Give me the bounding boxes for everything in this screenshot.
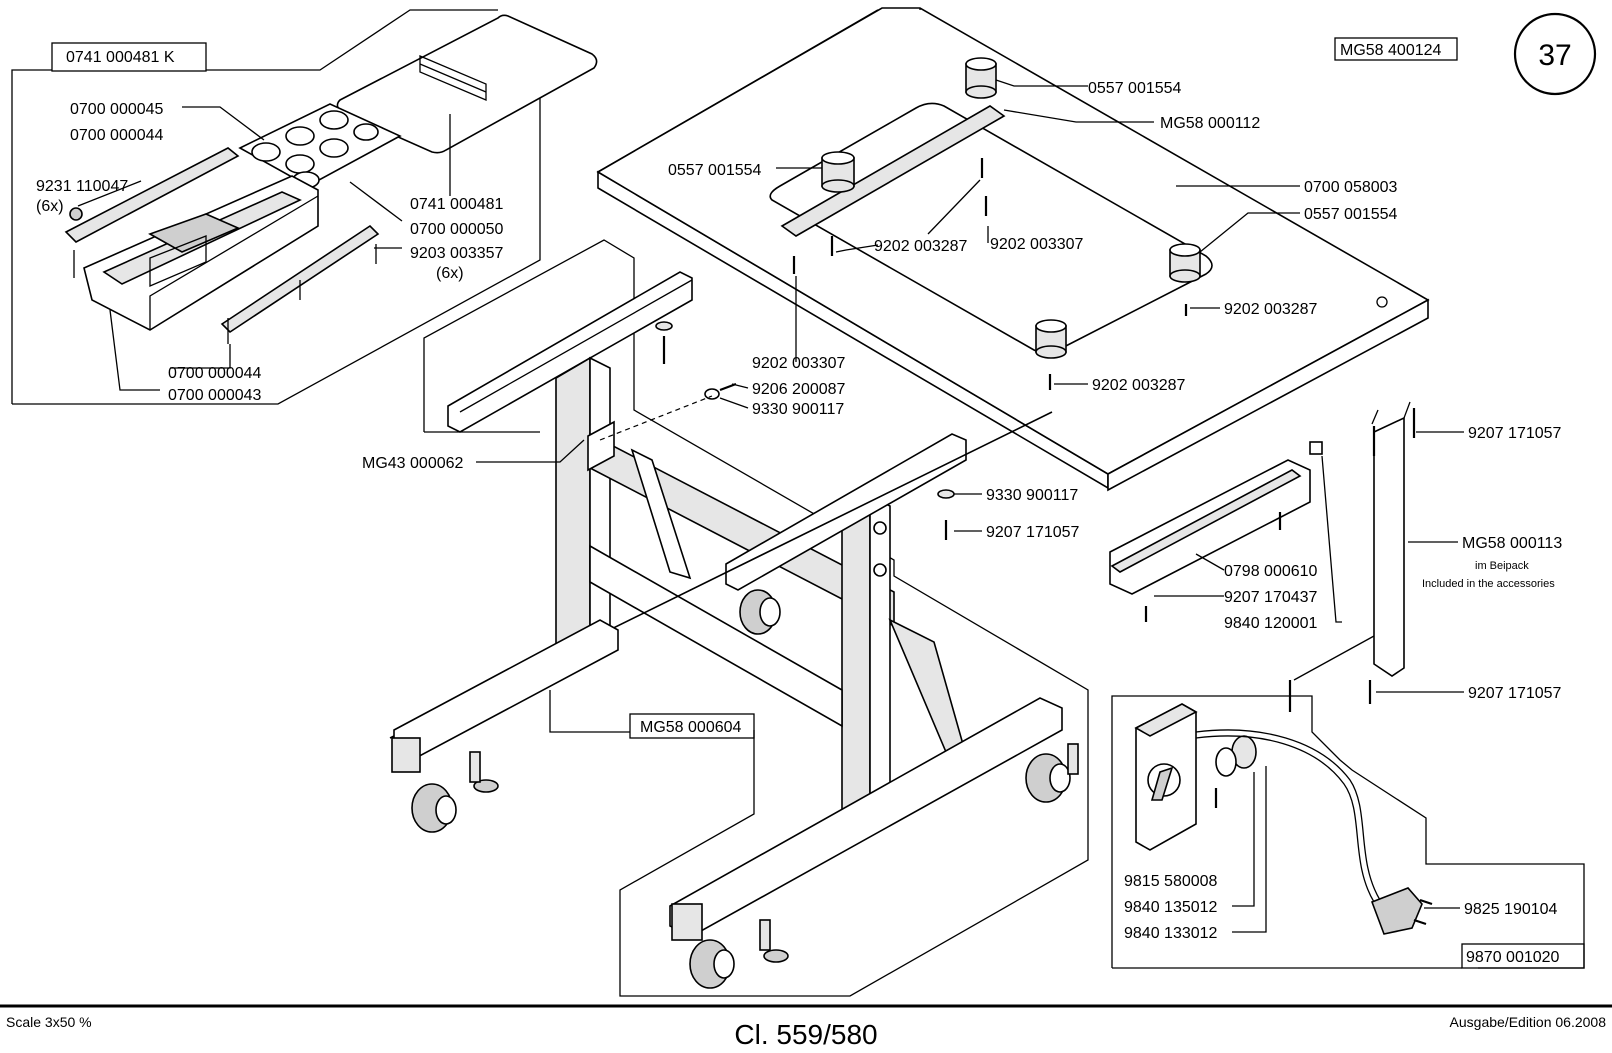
part-9202-003287-a: 9202 003287 (874, 238, 968, 255)
electrical-assembly (1111, 695, 1585, 969)
part-0700-000043: 0700 000043 (168, 387, 262, 404)
model-title: Cl. 559/580 (734, 1019, 877, 1050)
note-im-beipack: im Beipack (1475, 560, 1529, 572)
electrical-group-box (1461, 943, 1585, 969)
part-0557-001554-c: 0557 001554 (1304, 206, 1398, 223)
frame-assembly (389, 239, 1089, 997)
part-9231-110047: 9231 110047 (36, 178, 128, 195)
part-9207-171057-b: 9207 171057 (1468, 425, 1562, 442)
part-9202-003287-b: 9202 003287 (1224, 301, 1318, 318)
part-mg58-000113: MG58 000113 (1462, 535, 1562, 552)
part-9231-110047-qty: (6x) (36, 198, 64, 215)
part-9207-170437: 9207 170437 (1224, 589, 1318, 606)
part-0700-000044-bottom: 0700 000044 (168, 365, 262, 382)
part-0700-000045: 0700 000045 (70, 101, 164, 118)
part-0557-001554-b: 0557 001554 (668, 162, 762, 179)
ref-code-box (1334, 37, 1458, 61)
edition-label: Ausgabe/Edition 06.2008 (1450, 1014, 1607, 1030)
frame-group-box-label: MG58 000604 (640, 719, 742, 736)
page-number: 37 (1538, 39, 1571, 72)
part-9840-133012: 9840 133012 (1124, 925, 1218, 942)
ref-code: MG58 400124 (1340, 42, 1442, 59)
part-9206-200087: 9206 200087 (752, 381, 846, 398)
page-number-circle (1513, 12, 1597, 96)
rail-and-bracket (1109, 401, 1464, 712)
part-9330-900117-a: 9330 900117 (752, 401, 844, 418)
frame-group-box (629, 713, 755, 739)
part-mg58-000112: MG58 000112 (1160, 115, 1260, 132)
tray-group-box-label: 0741 000481 K (66, 49, 175, 66)
part-0798-000610: 0798 000610 (1224, 563, 1318, 580)
part-9207-171057-c: 9207 171057 (1468, 685, 1562, 702)
note-included-accessories: Included in the accessories (1422, 578, 1555, 590)
part-9840-120001: 9840 120001 (1224, 615, 1318, 632)
part-9203-003357: 9203 003357 (410, 245, 504, 262)
tray-assembly (11, 9, 598, 405)
part-0700-000050: 0700 000050 (410, 221, 504, 238)
part-9330-900117-b: 9330 900117 (986, 487, 1078, 504)
part-mg43-000062: MG43 000062 (362, 455, 464, 472)
part-0557-001554-a: 0557 001554 (1088, 80, 1182, 97)
part-9815-580008: 9815 580008 (1124, 873, 1218, 890)
scale-label: Scale 3x50 % (6, 1014, 92, 1030)
part-9840-135012: 9840 135012 (1124, 899, 1218, 916)
part-9207-171057-a: 9207 171057 (986, 524, 1080, 541)
tray-group-box (51, 42, 207, 72)
part-0700-000044-top: 0700 000044 (70, 127, 164, 144)
part-9202-003287-c: 9202 003287 (1092, 377, 1186, 394)
part-0700-058003: 0700 058003 (1304, 179, 1398, 196)
electrical-group-box-label: 9870 001020 (1466, 949, 1560, 966)
part-9825-190104: 9825 190104 (1464, 901, 1558, 918)
part-9202-003307-b: 9202 003307 (752, 355, 846, 372)
part-0741-000481: 0741 000481 (410, 196, 504, 213)
part-9203-003357-qty: (6x) (436, 265, 464, 282)
table-top-assembly (596, 7, 1430, 492)
part-9202-003307-a: 9202 003307 (990, 236, 1084, 253)
